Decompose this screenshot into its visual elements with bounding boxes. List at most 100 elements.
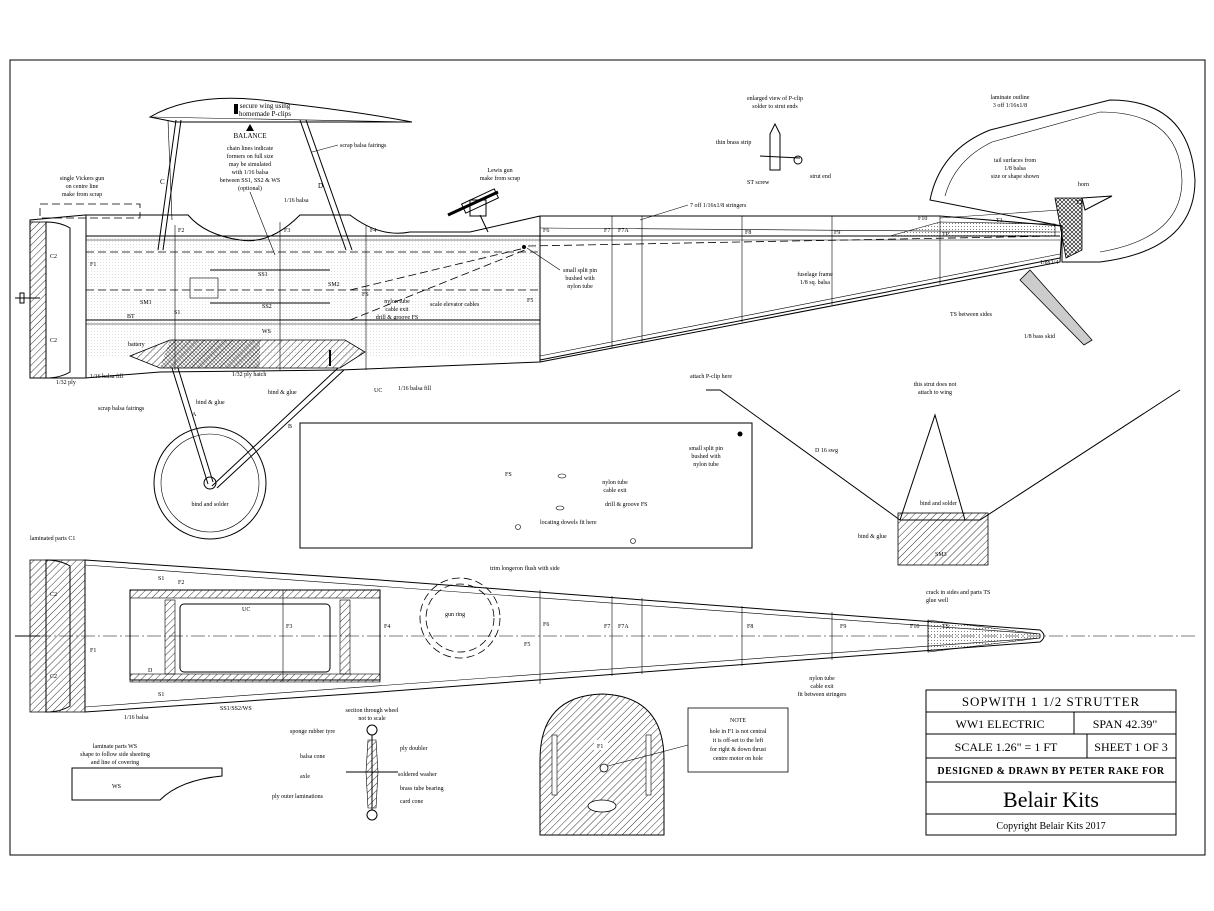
svg-text:and line of covering: and line of covering	[91, 759, 139, 766]
svg-text:gun ring: gun ring	[445, 612, 465, 618]
svg-text:3 off 1/16x1/8: 3 off 1/16x1/8	[993, 102, 1027, 109]
svg-text:1/8x1/4: 1/8x1/4	[1040, 260, 1058, 266]
svg-text:UC: UC	[242, 607, 250, 613]
svg-text:bind and solder: bind and solder	[920, 501, 957, 507]
svg-text:T2: T2	[1076, 200, 1083, 206]
side-view: secure wing using homemade P-clips BALAN…	[15, 95, 1196, 540]
svg-text:1/16 balsa: 1/16 balsa	[124, 715, 149, 721]
wheel-section-detail: section through wheel not to scale spong…	[272, 708, 444, 821]
svg-text:SM3: SM3	[935, 552, 947, 558]
svg-text:strut end: strut end	[810, 174, 831, 180]
svg-text:FS: FS	[505, 472, 512, 478]
svg-text:soldered washer: soldered washer	[398, 772, 437, 778]
svg-text:thin brass strip: thin brass strip	[716, 140, 751, 146]
svg-text:trim longeron flush with side: trim longeron flush with side	[490, 565, 560, 572]
svg-text:F9: F9	[840, 624, 846, 630]
svg-text:hole in F1 is not central: hole in F1 is not central	[710, 729, 767, 735]
sheet-number: SHEET 1 OF 3	[1094, 740, 1167, 754]
svg-text:between SS1, SS2 & WS: between SS1, SS2 & WS	[220, 178, 280, 184]
wheel	[153, 426, 267, 540]
svg-text:F3: F3	[286, 624, 292, 630]
svg-text:chain lines indicate: chain lines indicate	[227, 146, 274, 152]
f1-former-detail: F1	[539, 693, 689, 836]
svg-text:attach P-clip here: attach P-clip here	[690, 374, 732, 380]
svg-text:SS2: SS2	[262, 304, 272, 310]
svg-text:F1: F1	[90, 648, 96, 654]
svg-text:fit between stringers: fit between stringers	[798, 691, 848, 698]
svg-text:crack in sides and parts TS: crack in sides and parts TS	[926, 590, 990, 596]
svg-text:ply doubler: ply doubler	[400, 746, 428, 752]
svg-text:balsa cone: balsa cone	[300, 754, 325, 760]
svg-text:A: A	[192, 412, 197, 418]
svg-text:Lewis gun: Lewis gun	[487, 168, 512, 174]
svg-text:F7A: F7A	[618, 228, 629, 234]
svg-text:FS: FS	[362, 292, 369, 298]
title-block: SOPWITH 1 1/2 STRUTTER WW1 ELECTRIC SPAN…	[925, 689, 1177, 836]
svg-text:scale elevator cables: scale elevator cables	[430, 302, 480, 308]
svg-text:make from scrap: make from scrap	[62, 191, 102, 198]
svg-text:F1: F1	[90, 262, 96, 268]
svg-text:1/8 balsa: 1/8 balsa	[1004, 166, 1026, 172]
company-name: Belair Kits	[1003, 787, 1099, 812]
svg-text:tail surfaces from: tail surfaces from	[994, 157, 1036, 164]
svg-text:scrap balsa fairings: scrap balsa fairings	[98, 405, 145, 412]
svg-text:C2: C2	[50, 592, 57, 598]
tail-fin	[929, 99, 1196, 263]
svg-text:B: B	[288, 424, 292, 430]
former-fs-template: FS nylon tube cable exit drill & groove …	[299, 422, 753, 549]
svg-text:F5: F5	[527, 298, 533, 304]
svg-text:1/8 sq. balsa: 1/8 sq. balsa	[800, 280, 830, 286]
svg-text:1/16 balsa: 1/16 balsa	[284, 198, 309, 204]
svg-text:(optional): (optional)	[238, 185, 262, 192]
svg-text:this strut does not: this strut does not	[914, 382, 957, 388]
svg-text:S1: S1	[158, 576, 164, 582]
designer-label: DESIGNED & DRAWN BY PETER RAKE FOR	[937, 766, 1164, 777]
plan-title: SOPWITH 1 1/2 STRUTTER	[962, 694, 1140, 709]
svg-text:for right & down thrust: for right & down thrust	[710, 746, 766, 753]
svg-text:horn: horn	[1078, 182, 1089, 188]
svg-text:section through wheel: section through wheel	[346, 708, 399, 714]
svg-text:TS: TS	[942, 624, 949, 630]
scale-label: SCALE 1.26" = 1 FT	[955, 740, 1058, 754]
svg-text:1/8 bass skid: 1/8 bass skid	[1024, 334, 1055, 340]
svg-text:D 16 swg: D 16 swg	[815, 448, 838, 454]
svg-text:1/16 balsa fill: 1/16 balsa fill	[398, 385, 431, 392]
svg-text:nylon tube: nylon tube	[693, 462, 719, 468]
svg-text:F7: F7	[604, 624, 610, 630]
svg-text:cable exit: cable exit	[603, 488, 626, 494]
copyright: Copyright Belair Kits 2017	[996, 821, 1105, 832]
svg-text:C2: C2	[50, 338, 57, 344]
svg-text:1/32 ply: 1/32 ply	[56, 380, 76, 386]
svg-text:F5: F5	[524, 642, 530, 648]
gun-ring	[419, 577, 501, 659]
svg-text:F10: F10	[910, 624, 919, 630]
svg-text:axle: axle	[300, 774, 310, 780]
svg-text:T1: T1	[996, 218, 1003, 224]
svg-text:F4: F4	[370, 228, 376, 234]
svg-text:S1: S1	[174, 310, 180, 316]
svg-text:F10: F10	[918, 216, 927, 222]
svg-text:scrap balsa fairings: scrap balsa fairings	[340, 142, 387, 149]
sheet-border	[9, 59, 1206, 856]
svg-text:ST screw: ST screw	[747, 180, 770, 186]
svg-text:S1: S1	[158, 692, 164, 698]
svg-text:locating dowels fit here: locating dowels fit here	[540, 519, 597, 526]
lewis-gun	[447, 188, 500, 233]
svg-text:bind & glue: bind & glue	[196, 400, 225, 406]
svg-text:bushed with: bushed with	[565, 276, 594, 282]
svg-text:centre motor on hole: centre motor on hole	[713, 756, 763, 762]
svg-text:size or shape shown: size or shape shown	[991, 174, 1039, 180]
svg-text:not to scale: not to scale	[358, 716, 386, 722]
svg-text:SS1/SS2/WS: SS1/SS2/WS	[220, 706, 252, 712]
svg-text:C: C	[160, 178, 165, 186]
svg-text:small split pin: small split pin	[563, 268, 597, 274]
svg-text:F8: F8	[747, 624, 753, 630]
svg-text:bind & glue: bind & glue	[858, 534, 887, 540]
svg-text:1/32 ply hatch: 1/32 ply hatch	[232, 372, 266, 378]
svg-text:brass tube bearing: brass tube bearing	[400, 786, 444, 792]
plan-view: laminated parts C1 C2 C2 F1 S1 S1 F2 F3 …	[15, 536, 1195, 721]
fuselage-side	[29, 214, 1063, 379]
svg-text:with 1/16 balsa: with 1/16 balsa	[232, 170, 269, 176]
svg-text:fuselage frame: fuselage frame	[797, 271, 833, 278]
strut-detail: attach P-clip here D 16 swg this strut d…	[690, 374, 1181, 566]
